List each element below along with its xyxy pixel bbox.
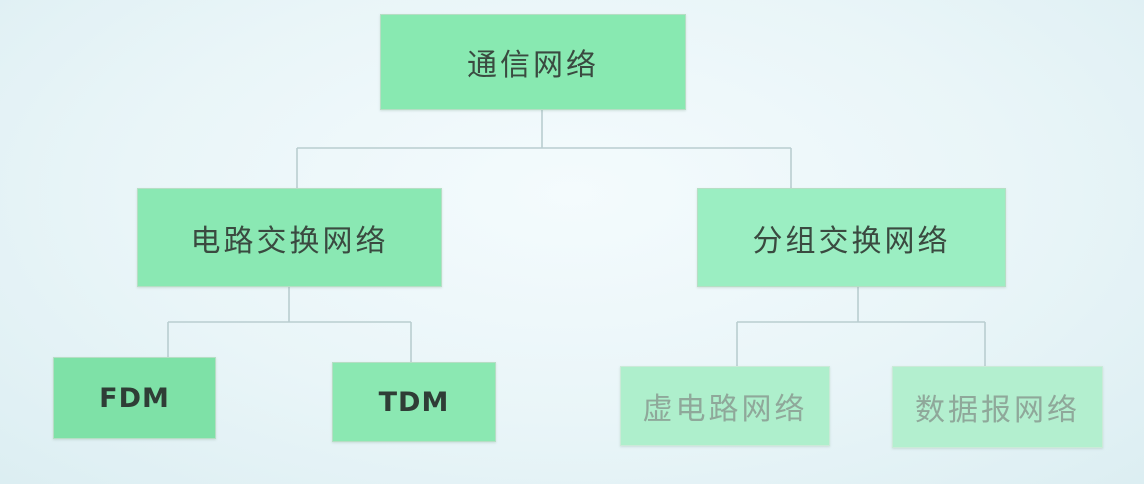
circuit-switching-network-node: 电路交换网络 bbox=[137, 188, 442, 287]
connector-packet-to-children bbox=[736, 287, 986, 366]
tdm-node: TDM bbox=[332, 362, 496, 442]
communication-network-label: 通信网络 bbox=[467, 48, 599, 83]
packet-switching-network-label: 分组交换网络 bbox=[752, 223, 951, 259]
datagram-network-node: 数据报网络 bbox=[892, 366, 1103, 448]
tdm-label: TDM bbox=[378, 386, 450, 418]
virtual-circuit-network-node: 虚电路网络 bbox=[620, 366, 830, 446]
packet-switching-network-node: 分组交换网络 bbox=[697, 188, 1006, 287]
fdm-label: FDM bbox=[99, 382, 170, 414]
circuit-switching-network-label: 电路交换网络 bbox=[190, 223, 389, 259]
fdm-node: FDM bbox=[53, 357, 216, 439]
connector-root-to-level1 bbox=[296, 110, 792, 188]
datagram-network-label: 数据报网络 bbox=[915, 393, 1080, 428]
connector-circuit-to-children bbox=[167, 287, 412, 362]
communication-network-node: 通信网络 bbox=[380, 14, 686, 110]
virtual-circuit-network-label: 虚电路网络 bbox=[642, 392, 808, 427]
